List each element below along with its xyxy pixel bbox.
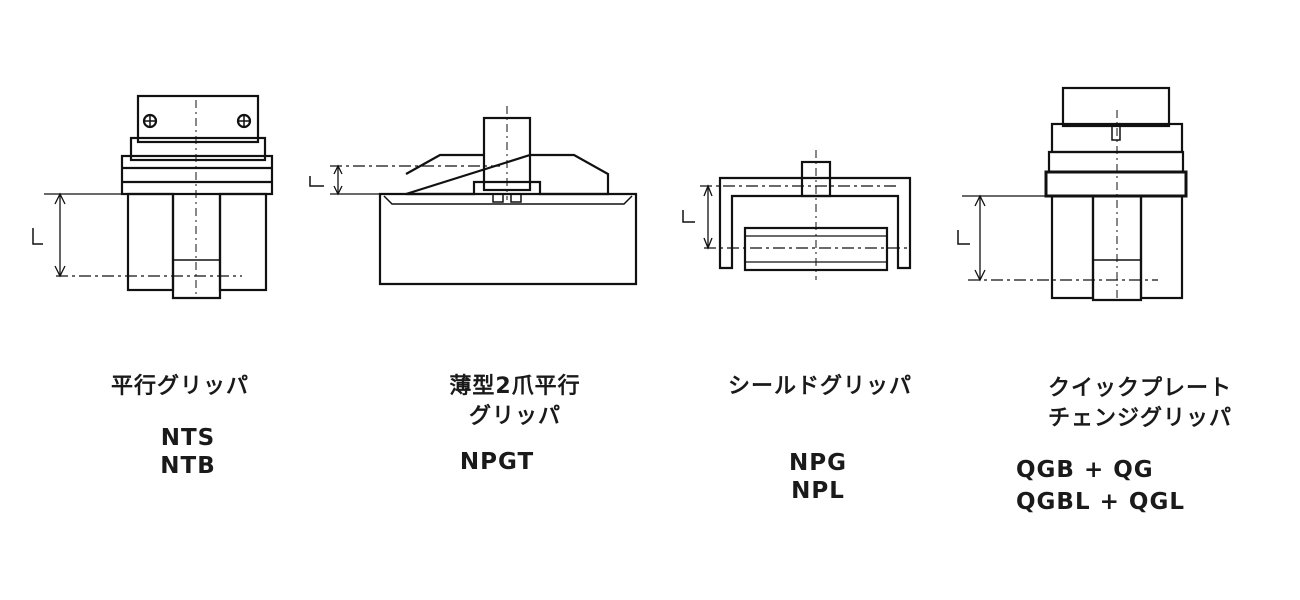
gripper-name-line: クイックプレート (1047, 376, 1232, 401)
gripper-name-line: チェンジグリッパ (1047, 406, 1232, 431)
gripper-name-shield: シールドグリッパ (695, 372, 945, 402)
gripper-name-quick-change: クイックプレート チェンジグリッパ (1020, 374, 1260, 434)
parallel-gripper-drawing (32, 94, 274, 300)
gripper-name-parallel: 平行グリッパ (95, 372, 265, 402)
model-code: NPL (791, 478, 845, 504)
model-code: NTB (160, 453, 216, 479)
model-code: NPGT (459, 449, 535, 475)
model-code: QGBL + QGL (1016, 489, 1185, 515)
gripper-name-line: シールドグリッパ (727, 374, 912, 399)
gripper-models-quick-change: QGB + QG QGBL + QGL (1016, 456, 1206, 516)
gripper-name-line: 薄型2爪平行 (449, 374, 581, 399)
gripper-name-thin-parallel: 薄型2爪平行 グリッパ (425, 372, 605, 432)
quick-change-gripper-drawing (957, 86, 1188, 302)
gripper-models-thin-parallel: NPGT (442, 448, 552, 476)
gripper-models-parallel: NTS NTB (140, 424, 236, 480)
gripper-name-line: グリッパ (468, 404, 561, 429)
model-code: NPG (789, 450, 847, 476)
gripper-models-shield: NPG NPL (770, 449, 866, 505)
thin-parallel-gripper-drawing (309, 106, 638, 286)
shield-gripper-drawing (682, 150, 912, 280)
model-code: QGB + QG (1016, 457, 1154, 483)
model-code: NTS (160, 425, 216, 451)
gripper-name-line: 平行グリッパ (110, 374, 249, 399)
